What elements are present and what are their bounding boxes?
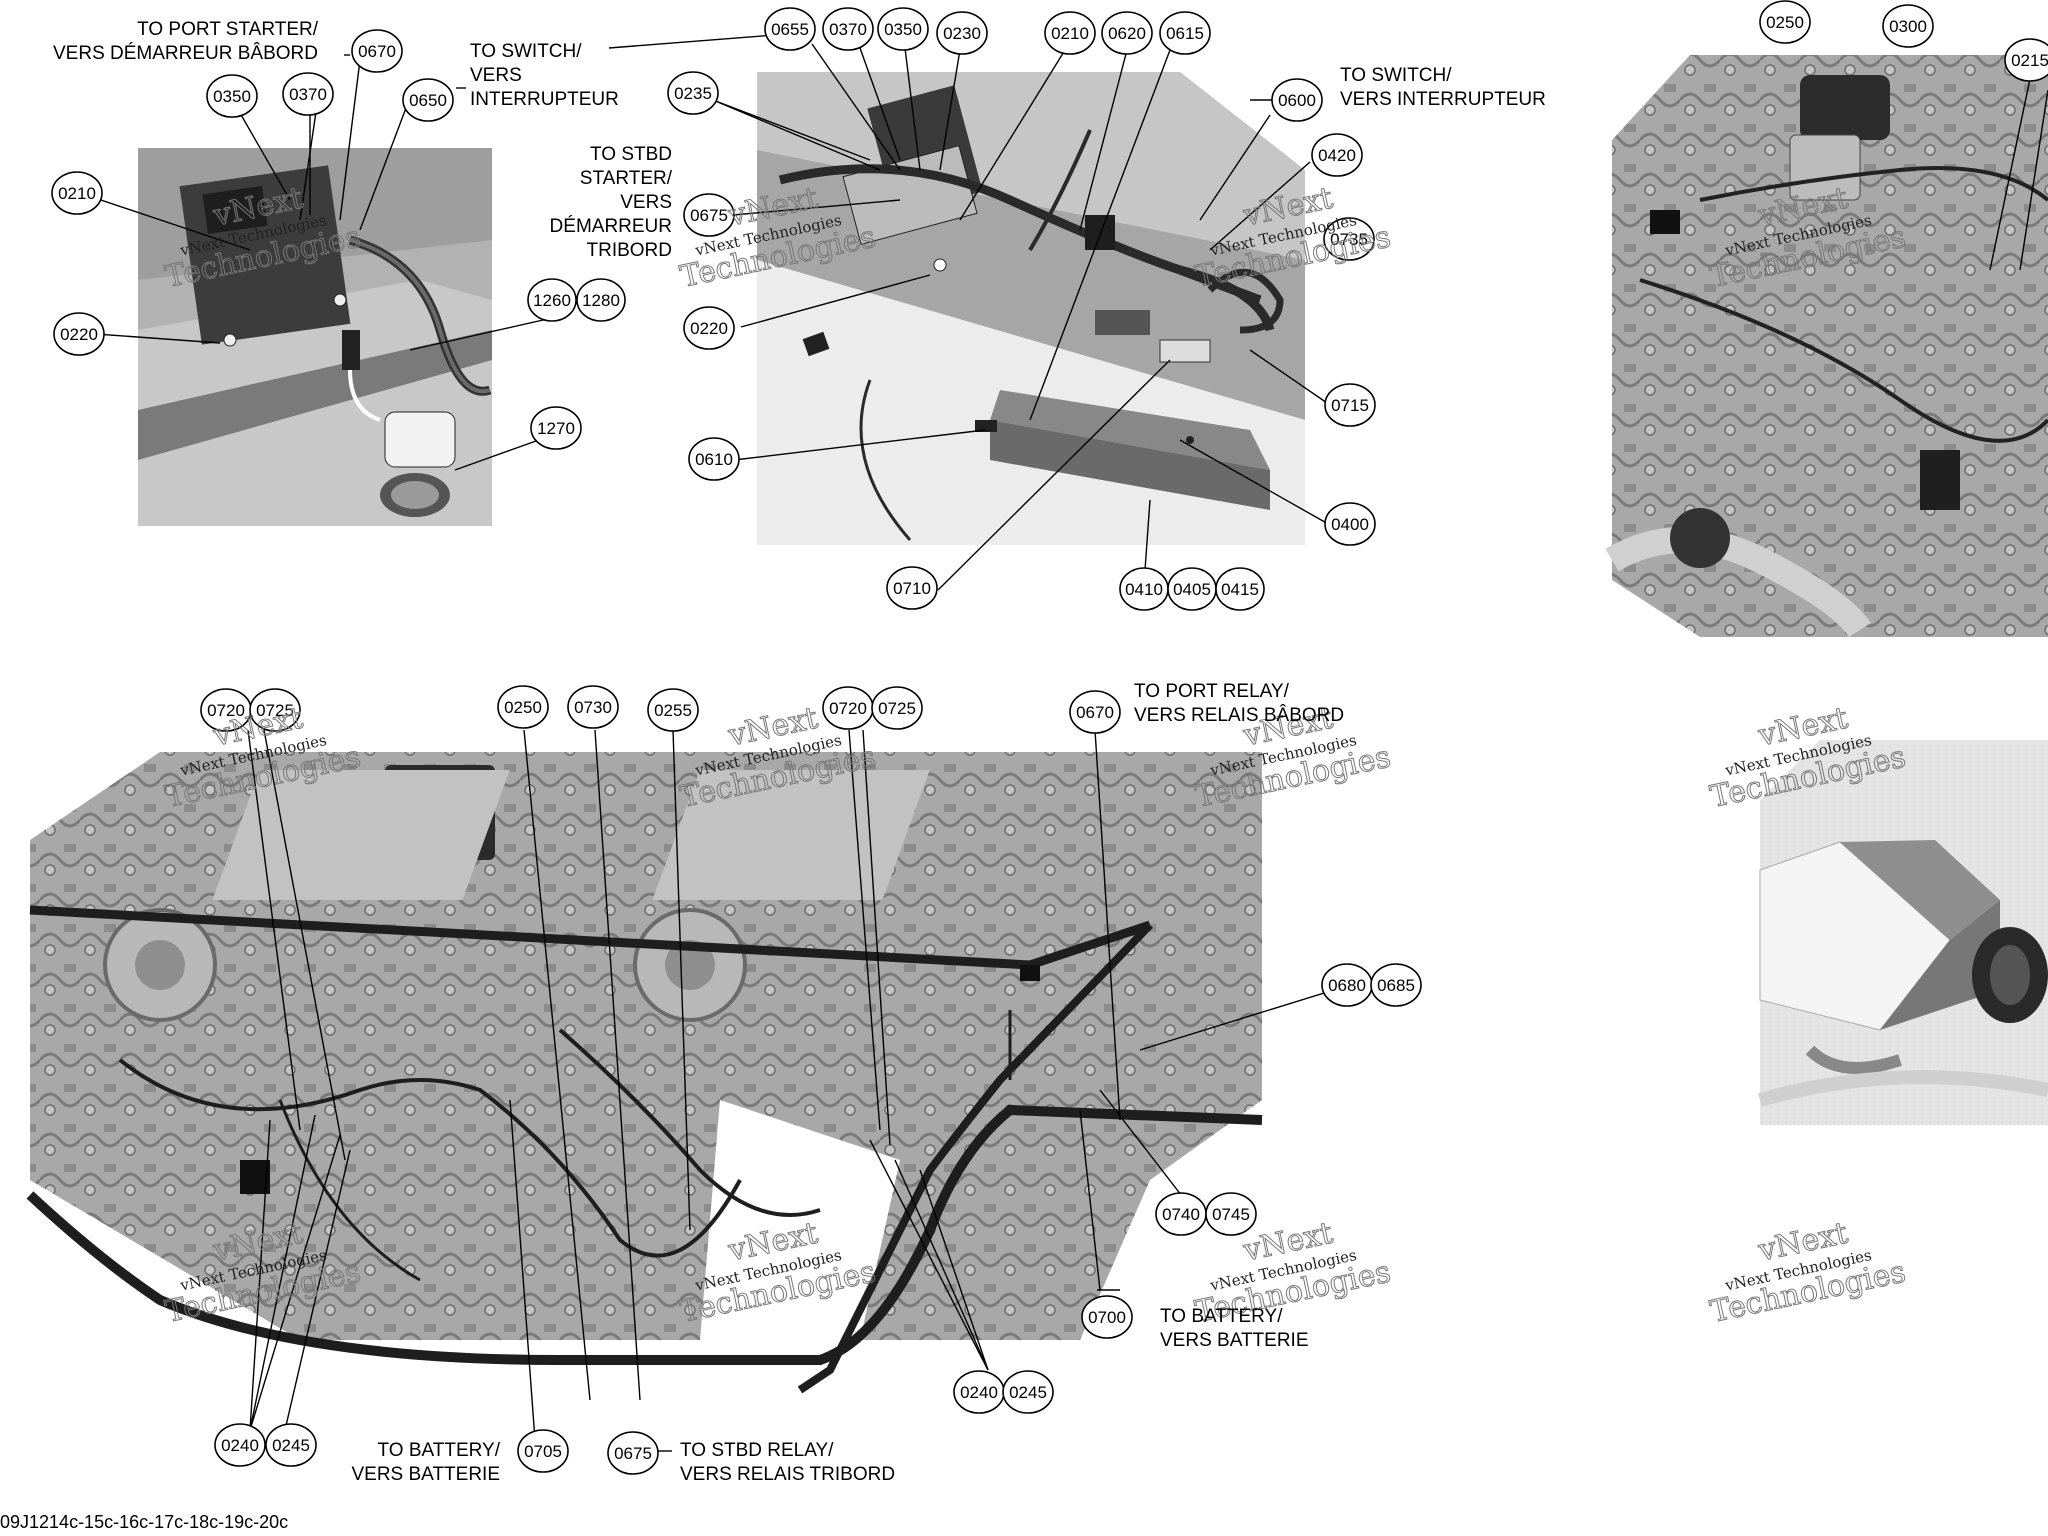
- callout: 0300: [1889, 17, 1927, 36]
- callout: 0220: [690, 319, 728, 338]
- callout: 0420: [1318, 146, 1356, 165]
- caption-line: VERS DÉMARREUR BÂBORD: [53, 43, 318, 64]
- callout: 0600: [1278, 91, 1316, 110]
- callout: 0650: [409, 91, 447, 110]
- caption-line: INTERRUPTEUR: [470, 89, 619, 110]
- callout: 0685: [1377, 976, 1415, 995]
- callout: 0350: [884, 20, 922, 39]
- caption-line: TO SWITCH/: [1340, 65, 1452, 86]
- callout: 0215: [2011, 51, 2048, 70]
- callout: 0610: [695, 450, 733, 469]
- callout: 0245: [272, 1436, 310, 1455]
- callout: 0410: [1125, 580, 1163, 599]
- callout: 0400: [1331, 515, 1369, 534]
- caption-line: TO STBD: [590, 144, 672, 165]
- caption-port-starter: TO PORT STARTER/ VERS DÉMARREUR BÂBORD: [20, 18, 318, 66]
- callout: 0735: [1330, 230, 1368, 249]
- caption-line: VERS: [470, 65, 522, 86]
- panel-engine-top-right: [1605, 55, 2048, 638]
- callout: 0745: [1212, 1205, 1250, 1224]
- caption-line: TO STBD RELAY/: [680, 1440, 834, 1461]
- callout: 0210: [1051, 24, 1089, 43]
- callout: 0240: [960, 1383, 998, 1402]
- caption-port-relay: TO PORT RELAY/ VERS RELAIS BÂBORD: [1134, 680, 1344, 728]
- callout: 0615: [1166, 24, 1204, 43]
- callout: 0350: [213, 87, 251, 106]
- callout: 0255: [654, 701, 692, 720]
- callout-numbers: 0670 0350 0370 0650 0210 0220 1260 1280 …: [58, 13, 2048, 1463]
- caption-line: VERS BATTERIE: [351, 1464, 500, 1485]
- callout: 0725: [878, 699, 916, 718]
- callout: 0405: [1173, 580, 1211, 599]
- callout: 0240: [221, 1436, 259, 1455]
- caption-switch-b: TO SWITCH/ VERS INTERRUPTEUR: [1340, 64, 1546, 112]
- callout: 0235: [674, 84, 712, 103]
- caption-battery-a: TO BATTERY/ VERS BATTERIE: [1160, 1305, 1309, 1353]
- callout: 0655: [771, 20, 809, 39]
- callout: 0700: [1088, 1308, 1126, 1327]
- caption-battery-b: TO BATTERY/ VERS BATTERIE: [320, 1439, 500, 1487]
- callout-circles: [51, 0, 2048, 1475]
- caption-line: STARTER/: [579, 168, 672, 189]
- caption-line: VERS: [620, 192, 672, 213]
- callout: 0670: [1076, 703, 1114, 722]
- caption-line: TO BATTERY/: [377, 1440, 500, 1461]
- caption-stbd-starter: TO STBD STARTER/ VERS DÉMARREUR TRIBORD: [520, 143, 672, 263]
- callout: 0220: [60, 325, 98, 344]
- callout: 0245: [1009, 1383, 1047, 1402]
- caption-line: TO SWITCH/: [470, 41, 582, 62]
- callout: 0705: [524, 1442, 562, 1461]
- callout: 0370: [289, 85, 327, 104]
- callout: 0680: [1328, 976, 1366, 995]
- callout: 0720: [829, 699, 867, 718]
- callout: 0740: [1162, 1205, 1200, 1224]
- figure-code: 09J1214c-15c-16c-17c-18c-19c-20c: [0, 1512, 289, 1532]
- callout: 0710: [893, 579, 931, 598]
- caption-stbd-relay: TO STBD RELAY/ VERS RELAIS TRIBORD: [680, 1439, 895, 1487]
- callout: 0620: [1108, 24, 1146, 43]
- callout: 0730: [574, 698, 612, 717]
- callout: 0250: [504, 698, 542, 717]
- callout: 0210: [58, 184, 96, 203]
- callout: 0415: [1221, 580, 1259, 599]
- callout: 0675: [614, 1444, 652, 1463]
- callout: 0230: [943, 24, 981, 43]
- callout: 1270: [537, 419, 575, 438]
- caption-line: TRIBORD: [586, 240, 673, 261]
- callout: 0725: [256, 701, 294, 720]
- panel-pump-detail: [1758, 740, 2048, 1125]
- caption-line: TO BATTERY/: [1160, 1306, 1283, 1327]
- panel-port-starter: [138, 148, 492, 526]
- callout: 0250: [1766, 13, 1804, 32]
- callout: 1280: [582, 291, 620, 310]
- caption-switch-a: TO SWITCH/ VERS INTERRUPTEUR: [470, 40, 619, 112]
- caption-line: DÉMARREUR: [549, 216, 672, 237]
- callout: 0370: [829, 20, 867, 39]
- caption-line: VERS RELAIS BÂBORD: [1134, 705, 1345, 726]
- callout: 0715: [1331, 396, 1369, 415]
- callout: 0670: [358, 42, 396, 61]
- callout: 0675: [690, 206, 728, 225]
- caption-line: TO PORT STARTER/: [137, 19, 318, 40]
- caption-line: VERS RELAIS TRIBORD: [680, 1464, 896, 1485]
- leader-lines: [79, 32, 2048, 1452]
- caption-line: VERS BATTERIE: [1160, 1330, 1309, 1351]
- panel-switch-box: [757, 72, 1305, 545]
- caption-line: TO PORT RELAY/: [1134, 681, 1289, 702]
- callout: 1260: [533, 291, 571, 310]
- callout: 0720: [207, 701, 245, 720]
- panel-engine-main: [26, 752, 1263, 1394]
- caption-line: VERS INTERRUPTEUR: [1340, 89, 1546, 110]
